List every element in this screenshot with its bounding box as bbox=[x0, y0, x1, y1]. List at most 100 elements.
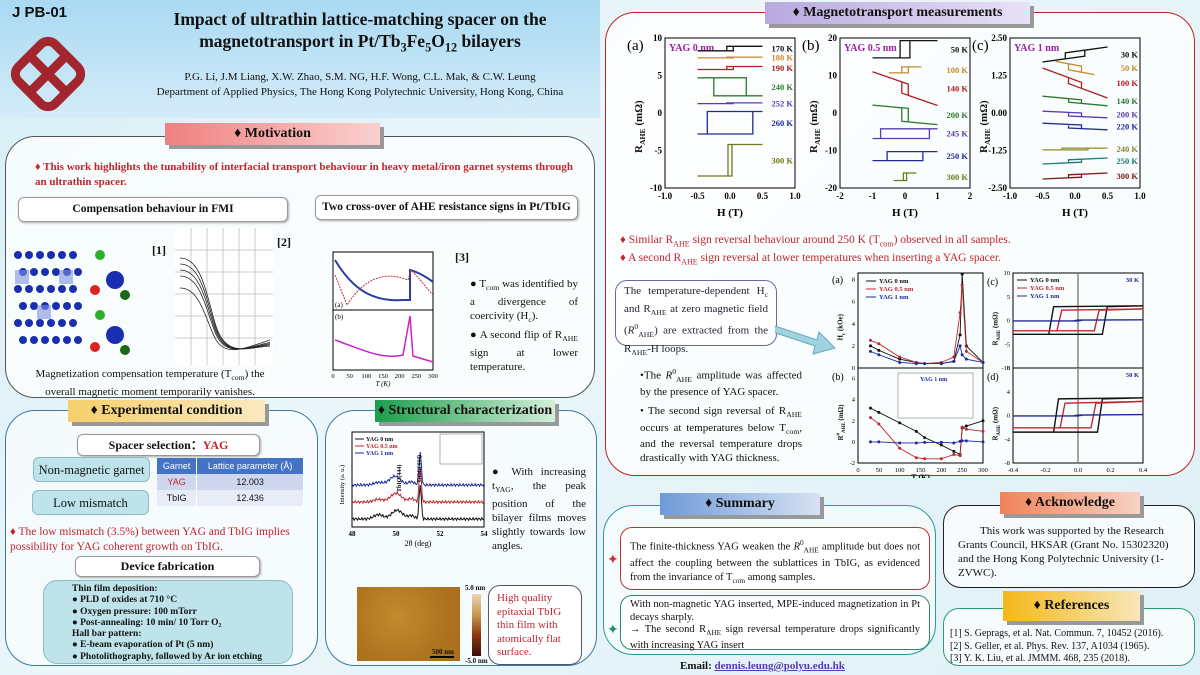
peak-label: TbIG(444) bbox=[396, 465, 403, 492]
ion-icon bbox=[90, 342, 100, 352]
star-icon: ✦ bbox=[607, 553, 619, 568]
temperature-label: 30 K bbox=[1121, 50, 1139, 60]
summary-heading: ♦ Summary bbox=[660, 493, 820, 515]
sample-label: YAG 0 nm bbox=[669, 43, 715, 54]
magneto-bullet-2: ♦ A second RAHE sign reversal at lower t… bbox=[620, 252, 1001, 267]
temperature-label: 170 K bbox=[772, 44, 794, 54]
rahe-abs-curve bbox=[334, 269, 434, 307]
hysteresis-loop bbox=[1042, 147, 1108, 151]
ahe-subheading: Two cross-over of AHE resistance signs i… bbox=[315, 195, 578, 220]
legend-label: YAG 1 nm bbox=[1030, 293, 1060, 300]
temperature-label: 100 K bbox=[947, 65, 969, 75]
hysteresis-loop bbox=[1042, 157, 1108, 165]
panel-tag: (b) bbox=[832, 372, 844, 383]
atom-icon bbox=[58, 285, 66, 293]
arrow-right-icon bbox=[775, 325, 836, 355]
magnetization-curve bbox=[179, 275, 271, 350]
panel-tag: (c) bbox=[987, 277, 998, 288]
polyhedron-icon bbox=[37, 305, 51, 319]
temperature-label: 50 K bbox=[1126, 372, 1139, 379]
x-tick-label: 300 bbox=[428, 373, 438, 380]
temperature-label: 100 K bbox=[1117, 78, 1139, 88]
y-tick-label: -10 bbox=[825, 146, 837, 156]
temperature-label: 300 K bbox=[947, 172, 969, 182]
atom-icon bbox=[41, 268, 49, 276]
hysteresis-loop bbox=[872, 104, 938, 126]
atom-icon bbox=[47, 251, 55, 259]
pill-non-magnetic: Non-magnetic garnet bbox=[33, 457, 150, 482]
data-point bbox=[877, 422, 881, 426]
x-tick-label: 0.4 bbox=[1139, 467, 1148, 474]
temperature-label: 180 K bbox=[772, 53, 794, 63]
hysteresis-loop bbox=[888, 66, 922, 74]
temperature-label: 50 K bbox=[951, 44, 969, 54]
atom-icon bbox=[14, 319, 22, 327]
rahe-curve bbox=[334, 259, 434, 302]
data-point bbox=[958, 454, 962, 458]
magnetization-temperature-figure bbox=[175, 228, 273, 365]
panel-tag: (b) bbox=[802, 38, 820, 54]
y-tick-label: -8 bbox=[1005, 460, 1010, 467]
data-point bbox=[869, 338, 872, 342]
y-tick-label: 5 bbox=[658, 71, 663, 81]
reference-item: [3] Y. K. Liu, et al. JMMM. 468, 235 (20… bbox=[950, 653, 1130, 664]
data-point bbox=[869, 416, 872, 420]
data-point bbox=[952, 355, 956, 359]
temperature-label: 30 K bbox=[1126, 277, 1139, 284]
coercivity-curve bbox=[334, 315, 434, 363]
device-step: ● PLD of oxides at 710 °C bbox=[72, 595, 178, 606]
star-icon: ✦ bbox=[607, 623, 619, 638]
data-point bbox=[923, 457, 927, 461]
data-point bbox=[939, 457, 943, 461]
ion-icon bbox=[106, 271, 124, 289]
table-header: Lattice parameter (Å) bbox=[196, 458, 304, 474]
device-step: ● Oxygen pressure: 100 mTorr bbox=[72, 606, 197, 617]
spacer-value: YAG bbox=[202, 438, 229, 452]
x-tick-label: -1.0 bbox=[1003, 191, 1018, 201]
hysteresis-loop bbox=[1013, 305, 1144, 336]
ion-icon bbox=[120, 345, 130, 355]
email-link[interactable]: dennis.leung@polyu.edu.hk bbox=[714, 660, 845, 672]
x-tick-label: 300 bbox=[978, 467, 988, 474]
data-point bbox=[960, 425, 964, 429]
x-tick-label: -0.4 bbox=[1008, 467, 1019, 474]
atom-icon bbox=[25, 285, 33, 293]
afm-scale-label: 500 nm bbox=[432, 648, 454, 656]
hysteresis-loop bbox=[1013, 319, 1144, 322]
panel-tag: (a) bbox=[832, 275, 843, 286]
y-tick-label: 2.50 bbox=[991, 33, 1007, 43]
atom-icon bbox=[41, 336, 49, 344]
atom-icon bbox=[69, 319, 77, 327]
magnetization-curve bbox=[179, 269, 271, 350]
temperature-label: 140 K bbox=[1117, 96, 1139, 106]
temperature-label: 50 K bbox=[1121, 63, 1139, 73]
x-axis-label: H (T) bbox=[1062, 207, 1088, 219]
data-point bbox=[939, 440, 943, 444]
poster-code: J PB-01 bbox=[12, 4, 68, 21]
y-tick-label: 0 bbox=[1007, 318, 1010, 325]
x-tick-label: 0 bbox=[331, 373, 334, 380]
x-tick-label: 50 bbox=[876, 467, 883, 474]
compensation-caption: Magnetization compensation temperature (… bbox=[35, 368, 265, 399]
y-axis-label: Hc (kOe) bbox=[836, 314, 846, 340]
afm-colorbar bbox=[472, 594, 481, 656]
poster-header bbox=[0, 0, 600, 118]
y-axis-label: Intensity (a. u.) bbox=[339, 465, 346, 505]
atom-icon bbox=[14, 251, 22, 259]
legend-label: YAG 0 nm bbox=[879, 278, 909, 285]
hysteresis-loop bbox=[872, 150, 938, 162]
xrd-description: ● With increasing tYAG, the peak positio… bbox=[492, 466, 586, 553]
y-tick-label: 2 bbox=[852, 343, 855, 350]
sample-label: YAG 1 nm bbox=[1014, 43, 1060, 54]
peak-label: GGG(444) bbox=[416, 455, 423, 482]
y-tick-label: 20 bbox=[828, 33, 838, 43]
atom-icon bbox=[52, 302, 60, 310]
ion-icon bbox=[95, 250, 105, 260]
x-tick-label: 52 bbox=[437, 530, 445, 538]
atom-icon bbox=[63, 336, 71, 344]
atom-icon bbox=[47, 285, 55, 293]
magnetization-curve bbox=[179, 287, 271, 351]
hysteresis-loop bbox=[1013, 308, 1144, 332]
